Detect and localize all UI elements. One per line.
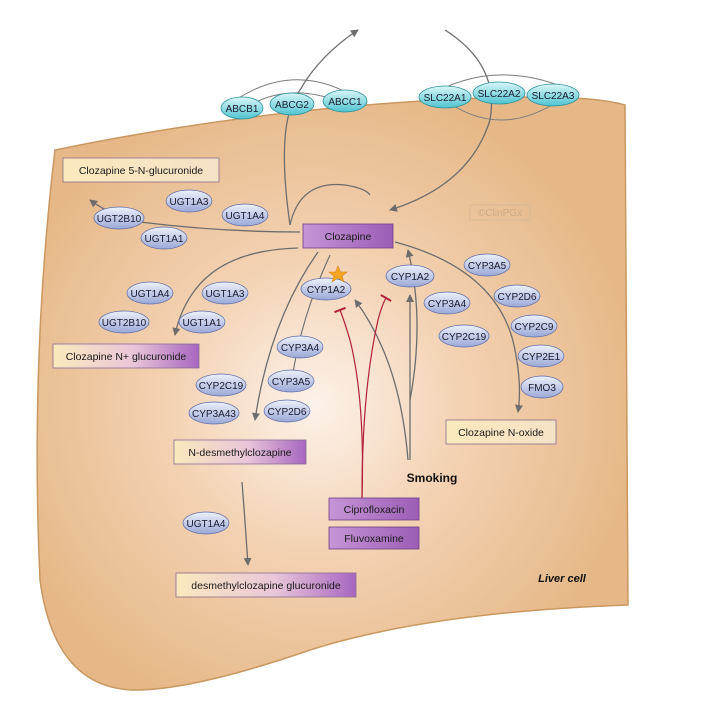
svg-text:ABCC1: ABCC1 [328,97,362,108]
svg-text:UGT1A3: UGT1A3 [206,289,245,300]
svg-text:Ciprofloxacin: Ciprofloxacin [344,504,405,516]
enzyme-ugt1a4-5n: UGT1A4 [221,203,269,227]
transporter-abcc1: ABCC1 [322,89,368,113]
arrow-smoking-cyp1a2-left [354,299,409,461]
svg-text:CYP2E1: CYP2E1 [522,352,561,363]
svg-text:CYP3A4: CYP3A4 [428,299,467,310]
enzyme-ugt2b10-5n: UGT2B10 [93,206,145,230]
product-n-oxide[interactable]: Clozapine N-oxide [445,419,557,445]
enzyme-cyp2e1-oxide: CYP2E1 [517,344,565,368]
inhibitor-fluvoxamine[interactable]: Fluvoxamine [328,526,420,550]
svg-text:UGT1A3: UGT1A3 [170,197,209,208]
watermark: ©ClinPGx [478,208,522,219]
svg-text:CYP3A43: CYP3A43 [192,409,236,420]
enzyme-fmo3-oxide: FMO3 [520,375,564,399]
enzyme-cyp3a5-oxide: CYP3A5 [463,253,511,277]
svg-text:Fluvoxamine: Fluvoxamine [344,533,404,545]
svg-text:CYP2C9: CYP2C9 [515,322,554,333]
svg-text:UGT1A4: UGT1A4 [187,519,226,530]
enzyme-ugt1a3-5n: UGT1A3 [165,189,213,213]
svg-text:UGT1A4: UGT1A4 [226,211,265,222]
svg-text:UGT1A4: UGT1A4 [131,289,170,300]
arrow-reentry [289,183,371,226]
enzyme-ugt2b10-nplus: UGT2B10 [98,310,150,334]
arrow-to-desmethyl-glucuronide [241,481,252,566]
arrow-n-desmethyl-reentry [291,254,331,381]
watermark-box [469,204,531,221]
arrow-uptake [389,29,493,212]
svg-text:SLC22A1: SLC22A1 [424,93,467,104]
svg-text:CYP1A2: CYP1A2 [391,272,430,283]
transporter-abcb1: ABCB1 [220,96,264,120]
product-nplus-glucuronide[interactable]: Clozapine N+ glucuronide [52,343,200,369]
product-5n-glucuronide[interactable]: Clozapine 5-N-glucuronide [62,157,220,183]
svg-text:ABCG2: ABCG2 [275,100,309,111]
enzyme-cyp3a5-desmethyl: CYP3A5 [267,369,315,393]
svg-text:UGT2B10: UGT2B10 [102,318,147,329]
svg-text:CYP3A4: CYP3A4 [281,343,320,354]
svg-text:FMO3: FMO3 [528,383,556,394]
svg-text:Clozapine: Clozapine [325,231,372,243]
enzyme-ugt1a3-nplus: UGT1A3 [201,281,249,305]
enzyme-ugt1a4-nplus: UGT1A4 [126,281,174,305]
svg-text:CYP2D6: CYP2D6 [498,292,537,303]
svg-text:SLC22A3: SLC22A3 [532,91,575,102]
enzyme-cyp3a43-desmethyl: CYP3A43 [188,401,240,425]
arrow-to-n-oxide [394,241,523,413]
svg-text:N-desmethylclozapine: N-desmethylclozapine [188,447,291,459]
enzyme-cyp2d6-desmethyl: CYP2D6 [263,399,311,423]
svg-text:Clozapine 5-N-glucuronide: Clozapine 5-N-glucuronide [79,165,203,177]
enzyme-ugt1a4-glucuronide: UGT1A4 [182,511,230,535]
clozapine-box[interactable]: Clozapine [302,223,394,249]
svg-text:desmethylclozapine glucuronide: desmethylclozapine glucuronide [191,580,341,592]
svg-text:Clozapine N+ glucuronide: Clozapine N+ glucuronide [66,351,187,363]
liver-cell [36,96,629,691]
svg-text:CYP3A5: CYP3A5 [272,377,311,388]
transporter-slc22a2: SLC22A2 [472,81,526,105]
svg-text:UGT1A1: UGT1A1 [145,234,184,245]
svg-text:CYP3A5: CYP3A5 [468,261,507,272]
product-desmethyl-glucuronide[interactable]: desmethylclozapine glucuronide [175,572,357,598]
enzyme-cyp2d6-oxide: CYP2D6 [493,284,541,308]
enzyme-cyp1a2-left: CYP1A2 [300,277,352,301]
transporter-slc22a3: SLC22A3 [526,83,580,107]
enzyme-ugt1a1-nplus: UGT1A1 [178,310,226,334]
transporter-arc-slc-inner [444,99,561,121]
enzyme-cyp1a2-right: CYP1A2 [385,264,435,288]
transporter-slc22a1: SLC22A1 [418,85,472,109]
inducer-smoking: Smoking [407,471,458,485]
svg-text:ABCB1: ABCB1 [226,104,259,115]
star-icon [328,265,348,283]
cell-label: Liver cell [538,573,587,585]
enzyme-cyp2c19-mid: CYP2C19 [438,324,490,348]
svg-text:CYP2C19: CYP2C19 [199,381,244,392]
svg-text:UGT1A1: UGT1A1 [183,318,222,329]
arrow-to-nplus-glucuronide [172,247,299,336]
enzyme-cyp3a4-desmethyl: CYP3A4 [276,335,324,359]
svg-text:SLC22A2: SLC22A2 [478,89,521,100]
svg-text:UGT2B10: UGT2B10 [97,214,142,225]
enzyme-cyp2c9-oxide: CYP2C9 [510,314,558,338]
enzyme-cyp2c19-desmethyl: CYP2C19 [195,373,247,397]
svg-text:CYP2D6: CYP2D6 [268,407,307,418]
svg-text:CYP1A2: CYP1A2 [307,285,346,296]
inhibition-line-right [361,294,392,499]
product-n-desmethyl[interactable]: N-desmethylclozapine [173,439,307,465]
enzyme-cyp3a4-mid: CYP3A4 [423,291,471,315]
enzyme-ugt1a1-5n: UGT1A1 [140,226,188,250]
arrow-efflux [283,29,359,226]
arrow-to-n-desmethyl [252,251,319,421]
transporter-abcg2: ABCG2 [269,92,315,116]
svg-text:Clozapine N-oxide: Clozapine N-oxide [458,427,544,439]
svg-text:CYP2C19: CYP2C19 [442,332,487,343]
inhibitor-ciprofloxacin[interactable]: Ciprofloxacin [328,497,420,521]
